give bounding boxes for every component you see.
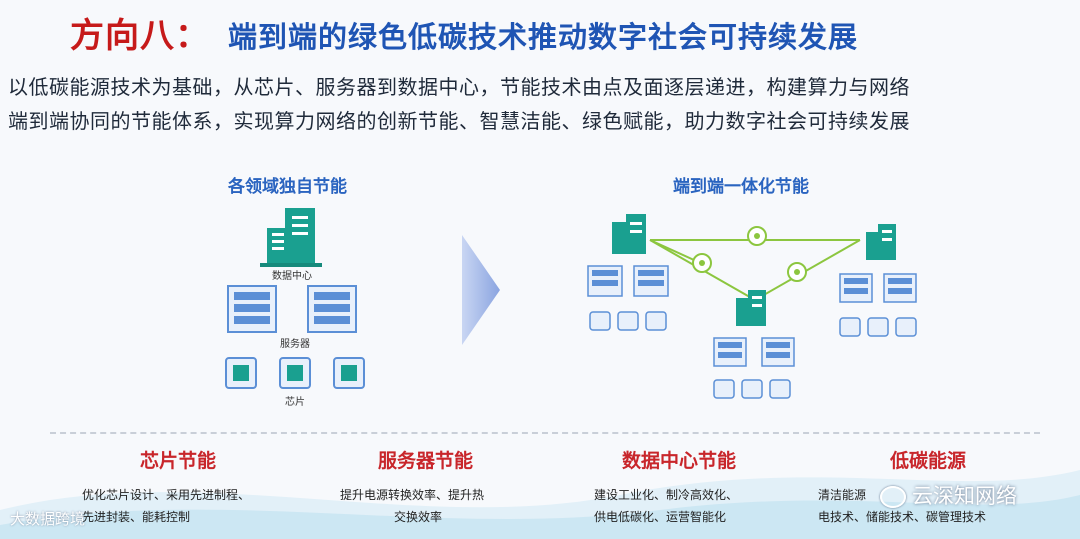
bottom-text-chip-line-2: 先进封装、能耗控制	[82, 510, 191, 524]
bottom-text-energy-line-1: 清洁能源	[818, 488, 867, 502]
section-divider	[50, 432, 1040, 434]
intro-line-1: 以低碳能源技术为基础，从芯片、服务器到数据中心，节能技术由点及面逐层递进，构建算…	[8, 75, 910, 99]
bottom-text-energy: 清洁能源 电技术、储能技术、碳管理技术	[818, 484, 986, 528]
watermark-left: 大数据跨境	[10, 510, 86, 528]
wechat-icon	[880, 486, 906, 508]
title-subtitle: 端到端的绿色低碳技术推动数字社会可持续发展	[228, 20, 859, 54]
left-diagram-heading: 各领域独自节能	[228, 177, 347, 197]
bottom-title-energy: 低碳能源	[890, 450, 967, 472]
bottom-text-server: 提升电源转换效率、提升热 交换效率	[340, 484, 484, 528]
bottom-col-chip: 芯片节能	[140, 446, 216, 473]
server-icon-right	[307, 285, 357, 333]
bottom-text-energy-line-2: 电技术、储能技术、碳管理技术	[818, 510, 987, 524]
background-wave	[0, 470, 1080, 539]
router-node-icon-3	[787, 262, 807, 282]
cluster-bottom	[713, 290, 795, 399]
intro-paragraph: 以低碳能源技术为基础，从芯片、服务器到数据中心，节能技术由点及面逐层递进，构建算…	[8, 70, 1076, 138]
watermark-right-text: 云深知网络	[912, 484, 1017, 508]
title-main: 方向八：	[70, 16, 210, 56]
left-diagram	[225, 208, 365, 389]
cluster-left	[587, 214, 669, 331]
bottom-col-server: 服务器节能	[378, 446, 473, 473]
chip-icon-1	[225, 357, 257, 389]
bottom-text-datacenter-line-1: 建设工业化、制冷高效化、	[594, 488, 739, 502]
bottom-text-chip: 优化芯片设计、采用先进制程、 先进封装、能耗控制	[82, 484, 250, 528]
bottom-col-energy: 低碳能源	[890, 446, 966, 473]
bottom-col-datacenter: 数据中心节能	[622, 446, 736, 473]
datacenter-icon	[260, 208, 322, 267]
bottom-title-server: 服务器节能	[378, 450, 474, 472]
bottom-text-server-line-2: 交换效率	[394, 510, 443, 524]
chip-icon-2	[279, 357, 311, 389]
page-title: 方向八： 端到端的绿色低碳技术推动数字社会可持续发展	[70, 8, 858, 56]
bottom-title-chip: 芯片节能	[140, 450, 217, 472]
chip-icon-3	[333, 357, 365, 389]
intro-line-2: 端到端协同的节能体系，实现算力网络的创新节能、智慧洁能、绿色赋能，助力数字社会可…	[8, 109, 910, 133]
bottom-text-datacenter-line-2: 供电低碳化、运营智能化	[594, 510, 727, 524]
router-node-icon-2	[692, 253, 712, 273]
transition-arrow-icon	[462, 235, 500, 345]
cluster-right	[839, 224, 917, 337]
chip-label: 芯片	[285, 397, 305, 408]
server-icon-left	[227, 285, 277, 333]
right-diagram-heading: 端到端一体化节能	[673, 177, 809, 197]
server-label: 服务器	[280, 339, 310, 350]
right-diagram	[587, 214, 917, 399]
bottom-text-datacenter: 建设工业化、制冷高效化、 供电低碳化、运营智能化	[594, 484, 738, 528]
watermark-right: 云深知网络	[880, 480, 1017, 510]
router-node-icon-1	[747, 226, 767, 246]
datacenter-label: 数据中心	[272, 271, 312, 282]
bottom-text-chip-line-1: 优化芯片设计、采用先进制程、	[82, 488, 251, 502]
bottom-title-datacenter: 数据中心节能	[622, 450, 737, 472]
bottom-text-server-line-1: 提升电源转换效率、提升热	[340, 488, 485, 502]
